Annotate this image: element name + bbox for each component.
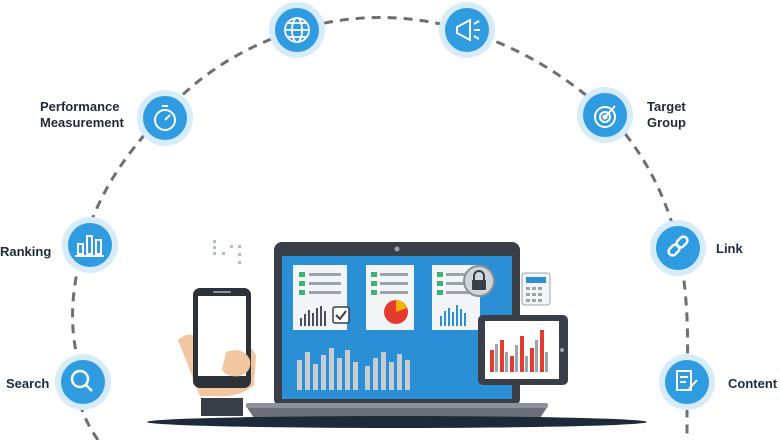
label-target-line1: Target xyxy=(647,99,686,114)
label-performance: Performance Measurement xyxy=(40,99,124,131)
screen-card-1 xyxy=(293,265,350,330)
label-search: Search xyxy=(6,376,50,391)
signal-dots xyxy=(213,240,241,264)
target-icon xyxy=(594,105,616,128)
stopwatch-icon xyxy=(154,105,176,131)
screen-bar-chart-right xyxy=(365,352,410,390)
megaphone-icon xyxy=(456,18,480,42)
node-promotion xyxy=(439,2,495,58)
label-ranking: Ranking xyxy=(0,244,52,259)
globe-icon xyxy=(284,17,310,43)
magnifier-icon xyxy=(70,369,93,392)
label-performance-line1: Performance xyxy=(40,99,120,114)
node-web xyxy=(269,2,325,58)
tablet-chart xyxy=(478,315,568,385)
node-target xyxy=(577,87,633,143)
label-target: Target Group xyxy=(647,99,686,131)
calculator-icon xyxy=(521,272,551,306)
chain-link-icon xyxy=(667,235,689,257)
laptop-dashboard xyxy=(147,242,647,428)
label-content: Content xyxy=(728,376,778,391)
node-search xyxy=(55,354,111,410)
padlock-icon xyxy=(463,265,495,297)
screen-bar-chart-left xyxy=(297,348,358,390)
screen-card-2 xyxy=(366,265,414,330)
node-content xyxy=(659,354,715,410)
label-link: Link xyxy=(716,241,743,256)
node-ranking xyxy=(62,217,118,273)
label-target-line2: Group xyxy=(647,115,686,130)
label-performance-line2: Measurement xyxy=(40,115,124,130)
smartphone-in-hand xyxy=(178,240,256,416)
document-edit-icon xyxy=(676,370,698,391)
connector-arc xyxy=(71,16,690,440)
bar-chart-icon xyxy=(75,235,104,257)
node-performance xyxy=(137,90,193,146)
node-link xyxy=(650,220,706,276)
